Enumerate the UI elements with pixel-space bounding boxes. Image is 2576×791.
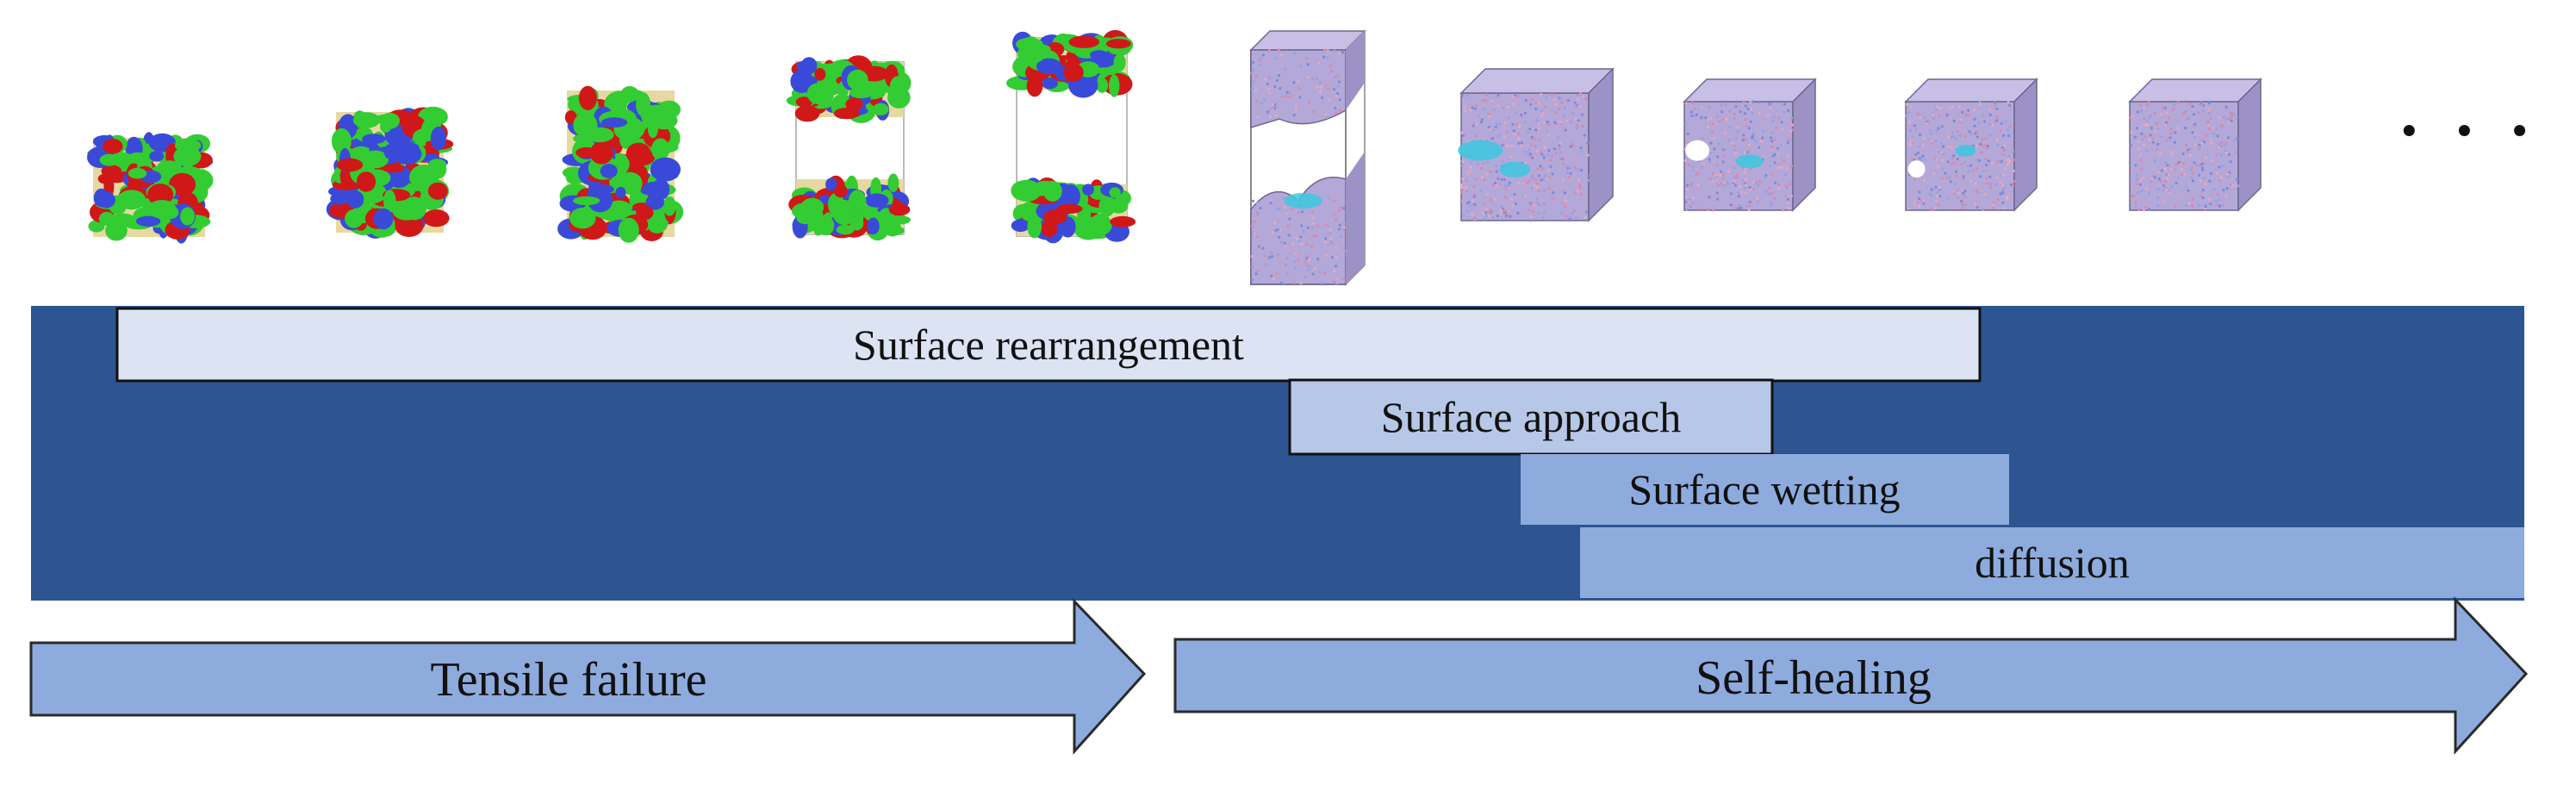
approaching-cube-icon: [1458, 67, 1615, 222]
diffusion-bar: [1580, 527, 2524, 598]
stage-bar-surface-approach: Surface approach: [1288, 378, 1774, 456]
rejoining-cube-icon: [1249, 29, 1366, 286]
surface-approach-label: Surface approach: [1381, 393, 1681, 441]
surface-wetting-bar: [1521, 454, 2009, 525]
self-healing-arrow-shape: [1173, 596, 2529, 755]
diffusion-label: diffusion: [1975, 539, 2130, 587]
surface-rearrangement-bar: [115, 307, 1982, 383]
wetting-cube-icon: [1683, 78, 1817, 212]
stage-bar-diffusion: diffusion: [1580, 527, 2524, 598]
cracking-polymer-box-icon: [557, 85, 684, 243]
surface-rearrangement-label: Surface rearrangement: [853, 321, 1244, 369]
diffusing-cube-icon: [1904, 78, 2038, 212]
stage-bar-surface-wetting: Surface wetting: [1521, 454, 2009, 525]
tensile-failure-arrow: Tensile failure: [29, 598, 1147, 755]
self-healing-label: Self-healing: [1696, 651, 1932, 705]
tensile-failure-label: Tensile failure: [430, 653, 706, 707]
pristine-polymer-box-icon: [87, 132, 214, 244]
fractured-polymer-box-icon: [786, 55, 912, 241]
stretched-polymer-box-icon: [326, 106, 454, 239]
healed-cube-icon: [2128, 78, 2262, 212]
self-healing-arrow: Self-healing: [1173, 596, 2529, 755]
surface-approach-bar: [1288, 378, 1774, 456]
surface-wetting-label: Surface wetting: [1628, 465, 1900, 514]
separated-polymer-box-icon: [1006, 29, 1136, 244]
continuation-ellipsis: · · ·: [2393, 78, 2536, 183]
tensile-failure-arrow-shape: [29, 598, 1147, 755]
simulation-snapshots: [87, 29, 2262, 286]
stage-bar-surface-rearrangement: Surface rearrangement: [115, 307, 1982, 383]
